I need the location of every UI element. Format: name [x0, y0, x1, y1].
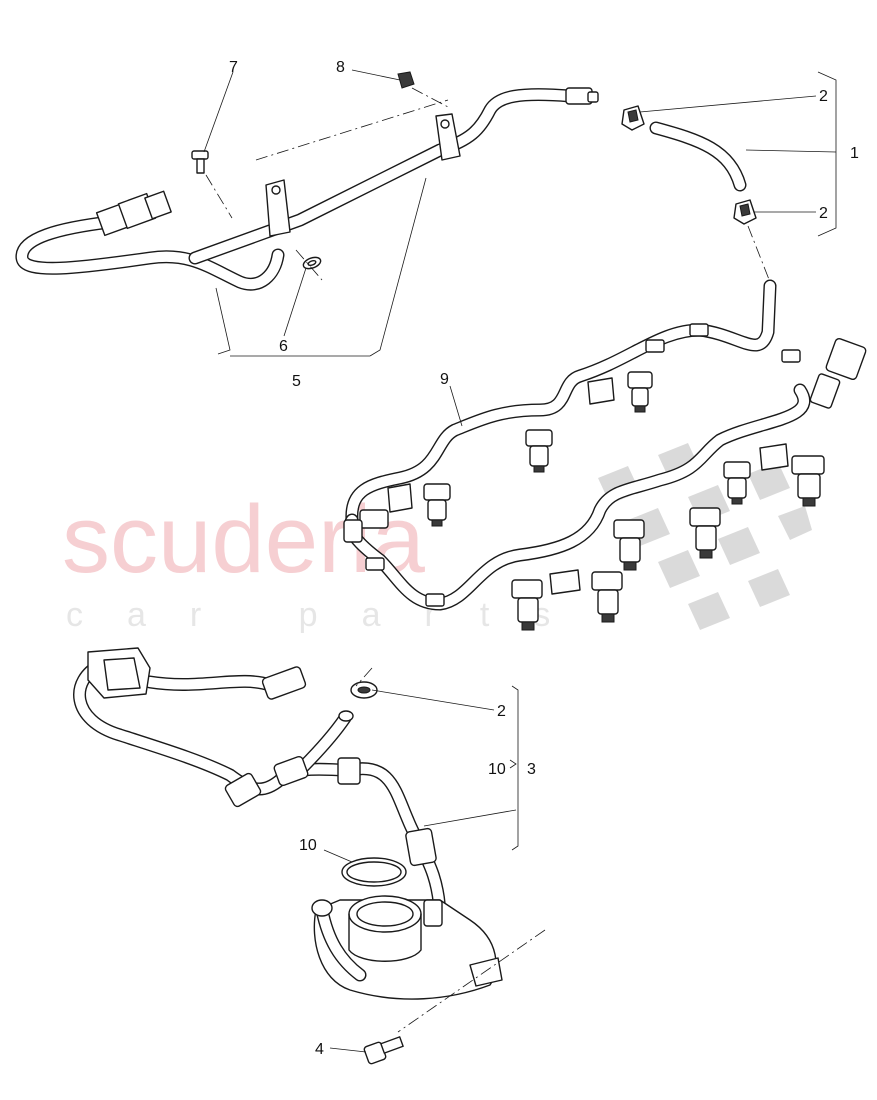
leader-lines [203, 69, 837, 1053]
hose-assembly-3 [73, 647, 447, 927]
callout-2-top: 2 [819, 88, 828, 105]
hose-clamp [350, 681, 378, 699]
fuel-injector [689, 507, 721, 559]
callout-2-bottom: 2 [497, 703, 506, 720]
watermark: scuderia car parts [62, 443, 812, 634]
callout-4: 4 [315, 1041, 324, 1058]
electrical-connector [95, 190, 172, 237]
fuel-injector [423, 483, 451, 527]
callout-10-right: 10 [488, 761, 506, 778]
callout-7: 7 [229, 59, 238, 76]
mounting-bracket [265, 113, 461, 237]
watermark-tagline: car parts [66, 596, 594, 634]
hose-1 [649, 121, 747, 192]
callout-bracket-tick [509, 759, 517, 769]
callout-9: 9 [440, 371, 449, 388]
fuel-injector [525, 429, 553, 473]
hose-clamp [621, 105, 645, 131]
callout-1: 1 [850, 145, 859, 162]
callout-6: 6 [279, 338, 288, 355]
fuel-injector [791, 455, 825, 507]
hose-clamp [733, 199, 757, 225]
fuel-rail-9 [343, 279, 867, 611]
throttle-body [311, 895, 503, 1000]
nut-8 [397, 71, 415, 89]
bolt-7 [191, 150, 209, 174]
fuel-injector [613, 519, 645, 571]
fuel-line-assembly [15, 87, 599, 291]
callout-8: 8 [336, 59, 345, 76]
bolt-4 [363, 1036, 404, 1065]
fuel-injector [343, 509, 389, 543]
seal-ring-6 [302, 256, 322, 270]
fuel-injector [627, 371, 653, 413]
callout-labels: 7 8 2 1 2 6 5 9 2 10 3 10 4 [229, 59, 859, 1058]
seal-ring-10 [341, 857, 407, 887]
callout-2-middle: 2 [819, 205, 828, 222]
watermark-brand: scuderia [62, 486, 425, 593]
callout-3: 3 [527, 761, 536, 778]
callout-10-left: 10 [299, 837, 317, 854]
fuel-injector [723, 461, 751, 505]
fuel-injector [591, 571, 623, 623]
fuel-injector [511, 579, 543, 631]
callout-5: 5 [292, 373, 301, 390]
